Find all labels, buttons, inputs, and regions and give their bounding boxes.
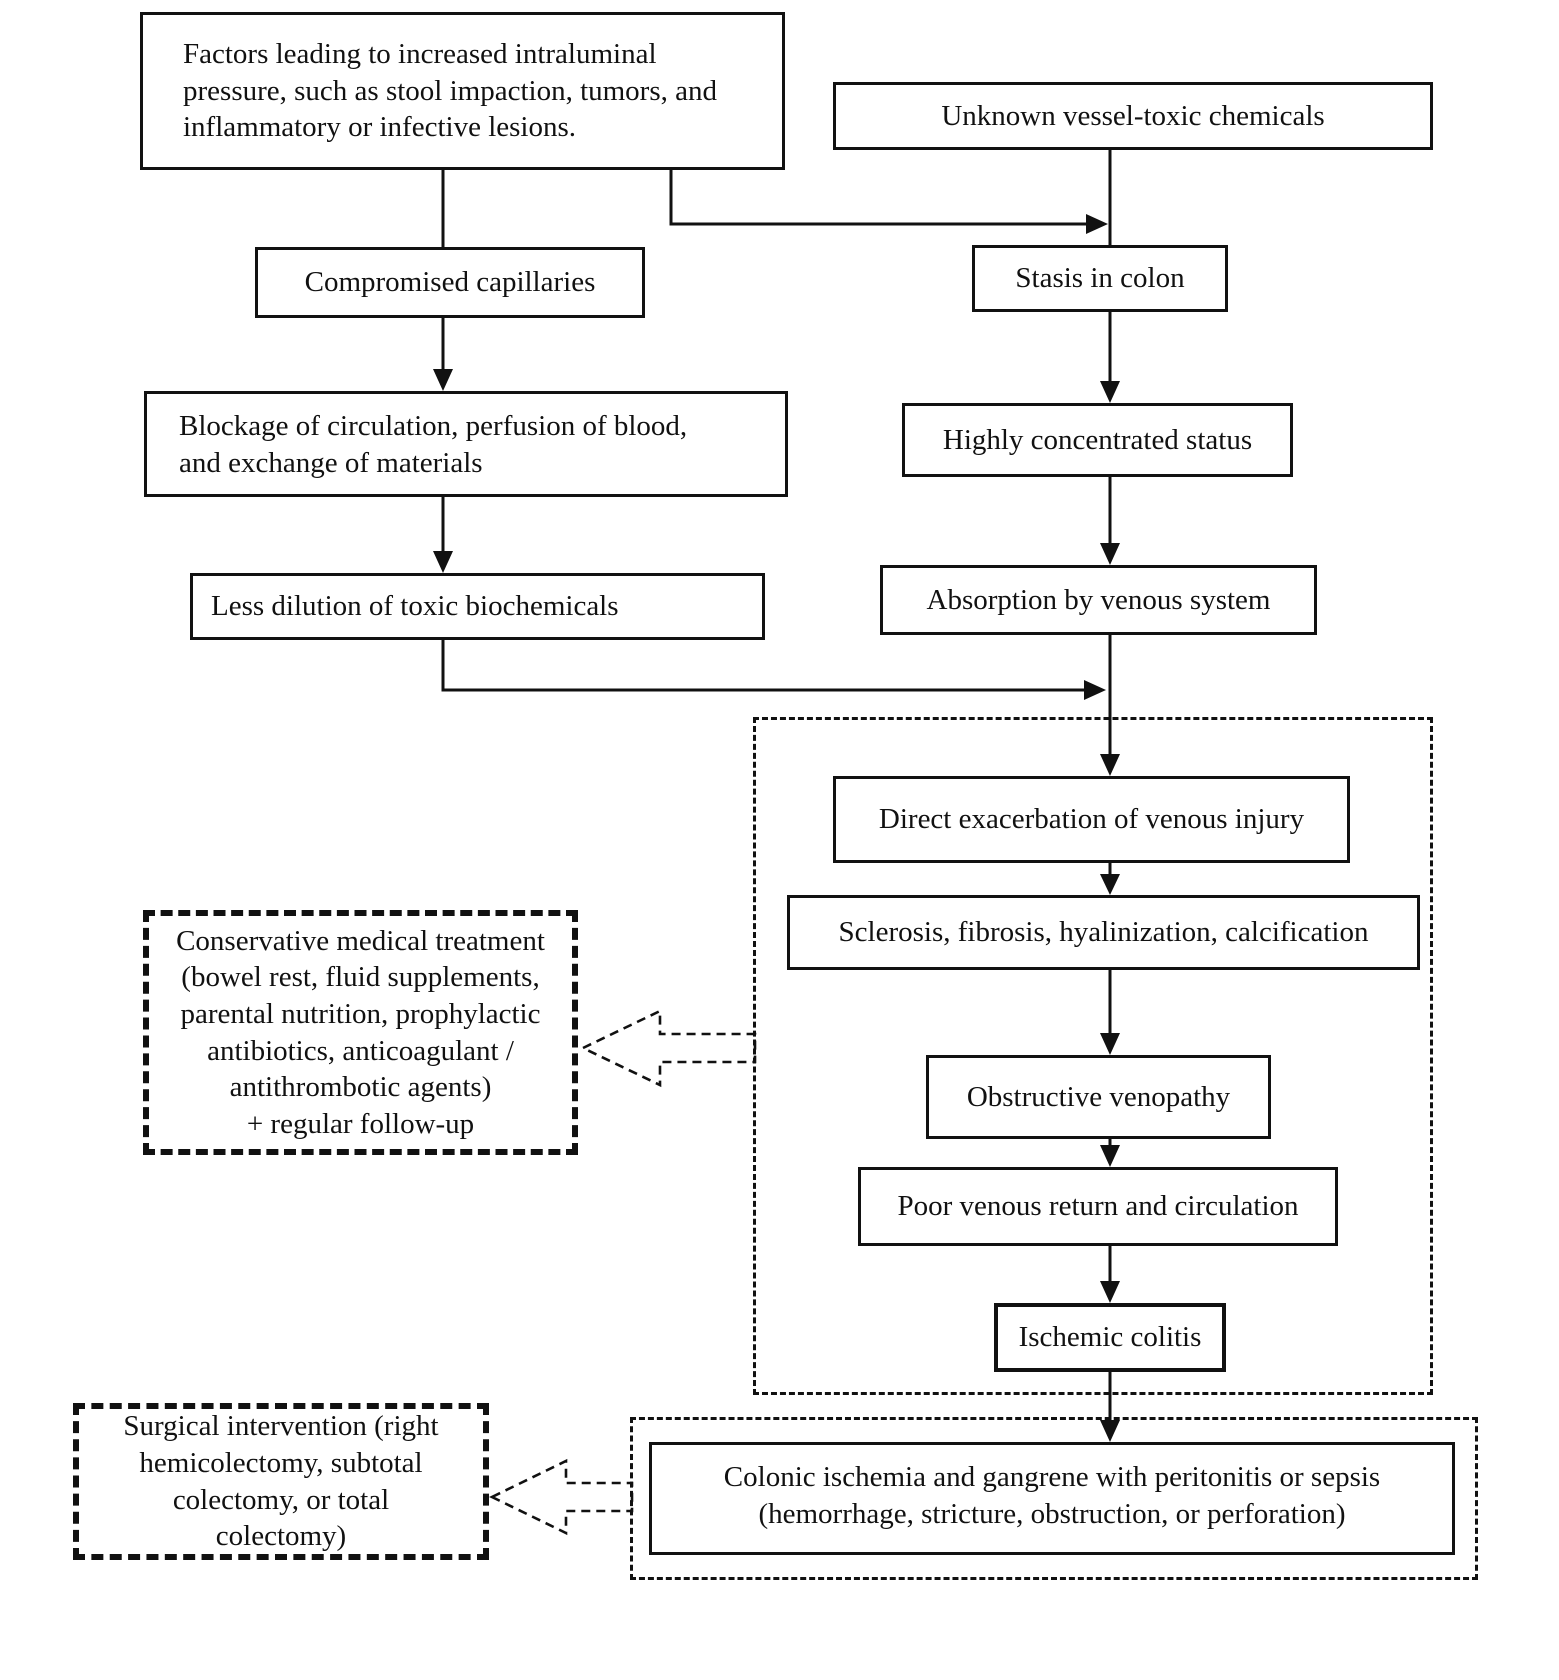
connector-direct-to-sclerosis: [1100, 863, 1120, 895]
connector-factors-to-stasis-line: [669, 170, 1108, 234]
node-stasis-in-colon: Stasis in colon: [972, 245, 1228, 312]
node-blockage: Blockage of circulation, perfusion of bl…: [144, 391, 788, 497]
node-obstructive-venopathy: Obstructive venopathy: [926, 1055, 1271, 1139]
connector-stasis-to-highly: [1100, 312, 1120, 403]
connector-obstructive-to-poor: [1100, 1139, 1120, 1167]
connector-ischemic-to-colonic: [1100, 1372, 1120, 1442]
node-compromised-capillaries: Compromised capillaries: [255, 247, 645, 318]
node-direct-exacerbation: Direct exacerbation of venous injury: [833, 776, 1350, 863]
node-conservative-treatment: Conservative medical treatment (bowel re…: [143, 910, 578, 1155]
node-factors: Factors leading to increased intralumina…: [140, 12, 785, 170]
node-surgical-intervention: Surgical intervention (right hemicolecto…: [73, 1403, 489, 1560]
connector-blockage-to-lessdilution: [433, 497, 453, 573]
node-unknown-chemicals: Unknown vessel-toxic chemicals: [833, 82, 1433, 150]
connector-poor-to-ischemic: [1100, 1246, 1120, 1303]
connector-highly-to-absorption: [1100, 477, 1120, 565]
connector-absorption-to-direct: [1100, 635, 1120, 776]
connector-sclerosis-to-obstructive: [1100, 970, 1120, 1055]
conservative-dashed-arrow: [579, 1008, 757, 1088]
surgical-dashed-arrow: [489, 1458, 634, 1536]
node-colonic-ischemia: Colonic ischemia and gangrene with perit…: [649, 1442, 1455, 1555]
node-sclerosis-fibrosis: Sclerosis, fibrosis, hyalinization, calc…: [787, 895, 1420, 970]
connector-compromised-to-blockage: [433, 318, 453, 391]
node-less-dilution: Less dilution of toxic biochemicals: [190, 573, 765, 640]
connector-lessdilution-to-junction: [441, 640, 1106, 700]
node-highly-concentrated: Highly concentrated status: [902, 403, 1293, 477]
node-poor-venous-return: Poor venous return and circulation: [858, 1167, 1338, 1246]
node-ischemic-colitis: Ischemic colitis: [994, 1303, 1226, 1372]
node-absorption-venous: Absorption by venous system: [880, 565, 1317, 635]
